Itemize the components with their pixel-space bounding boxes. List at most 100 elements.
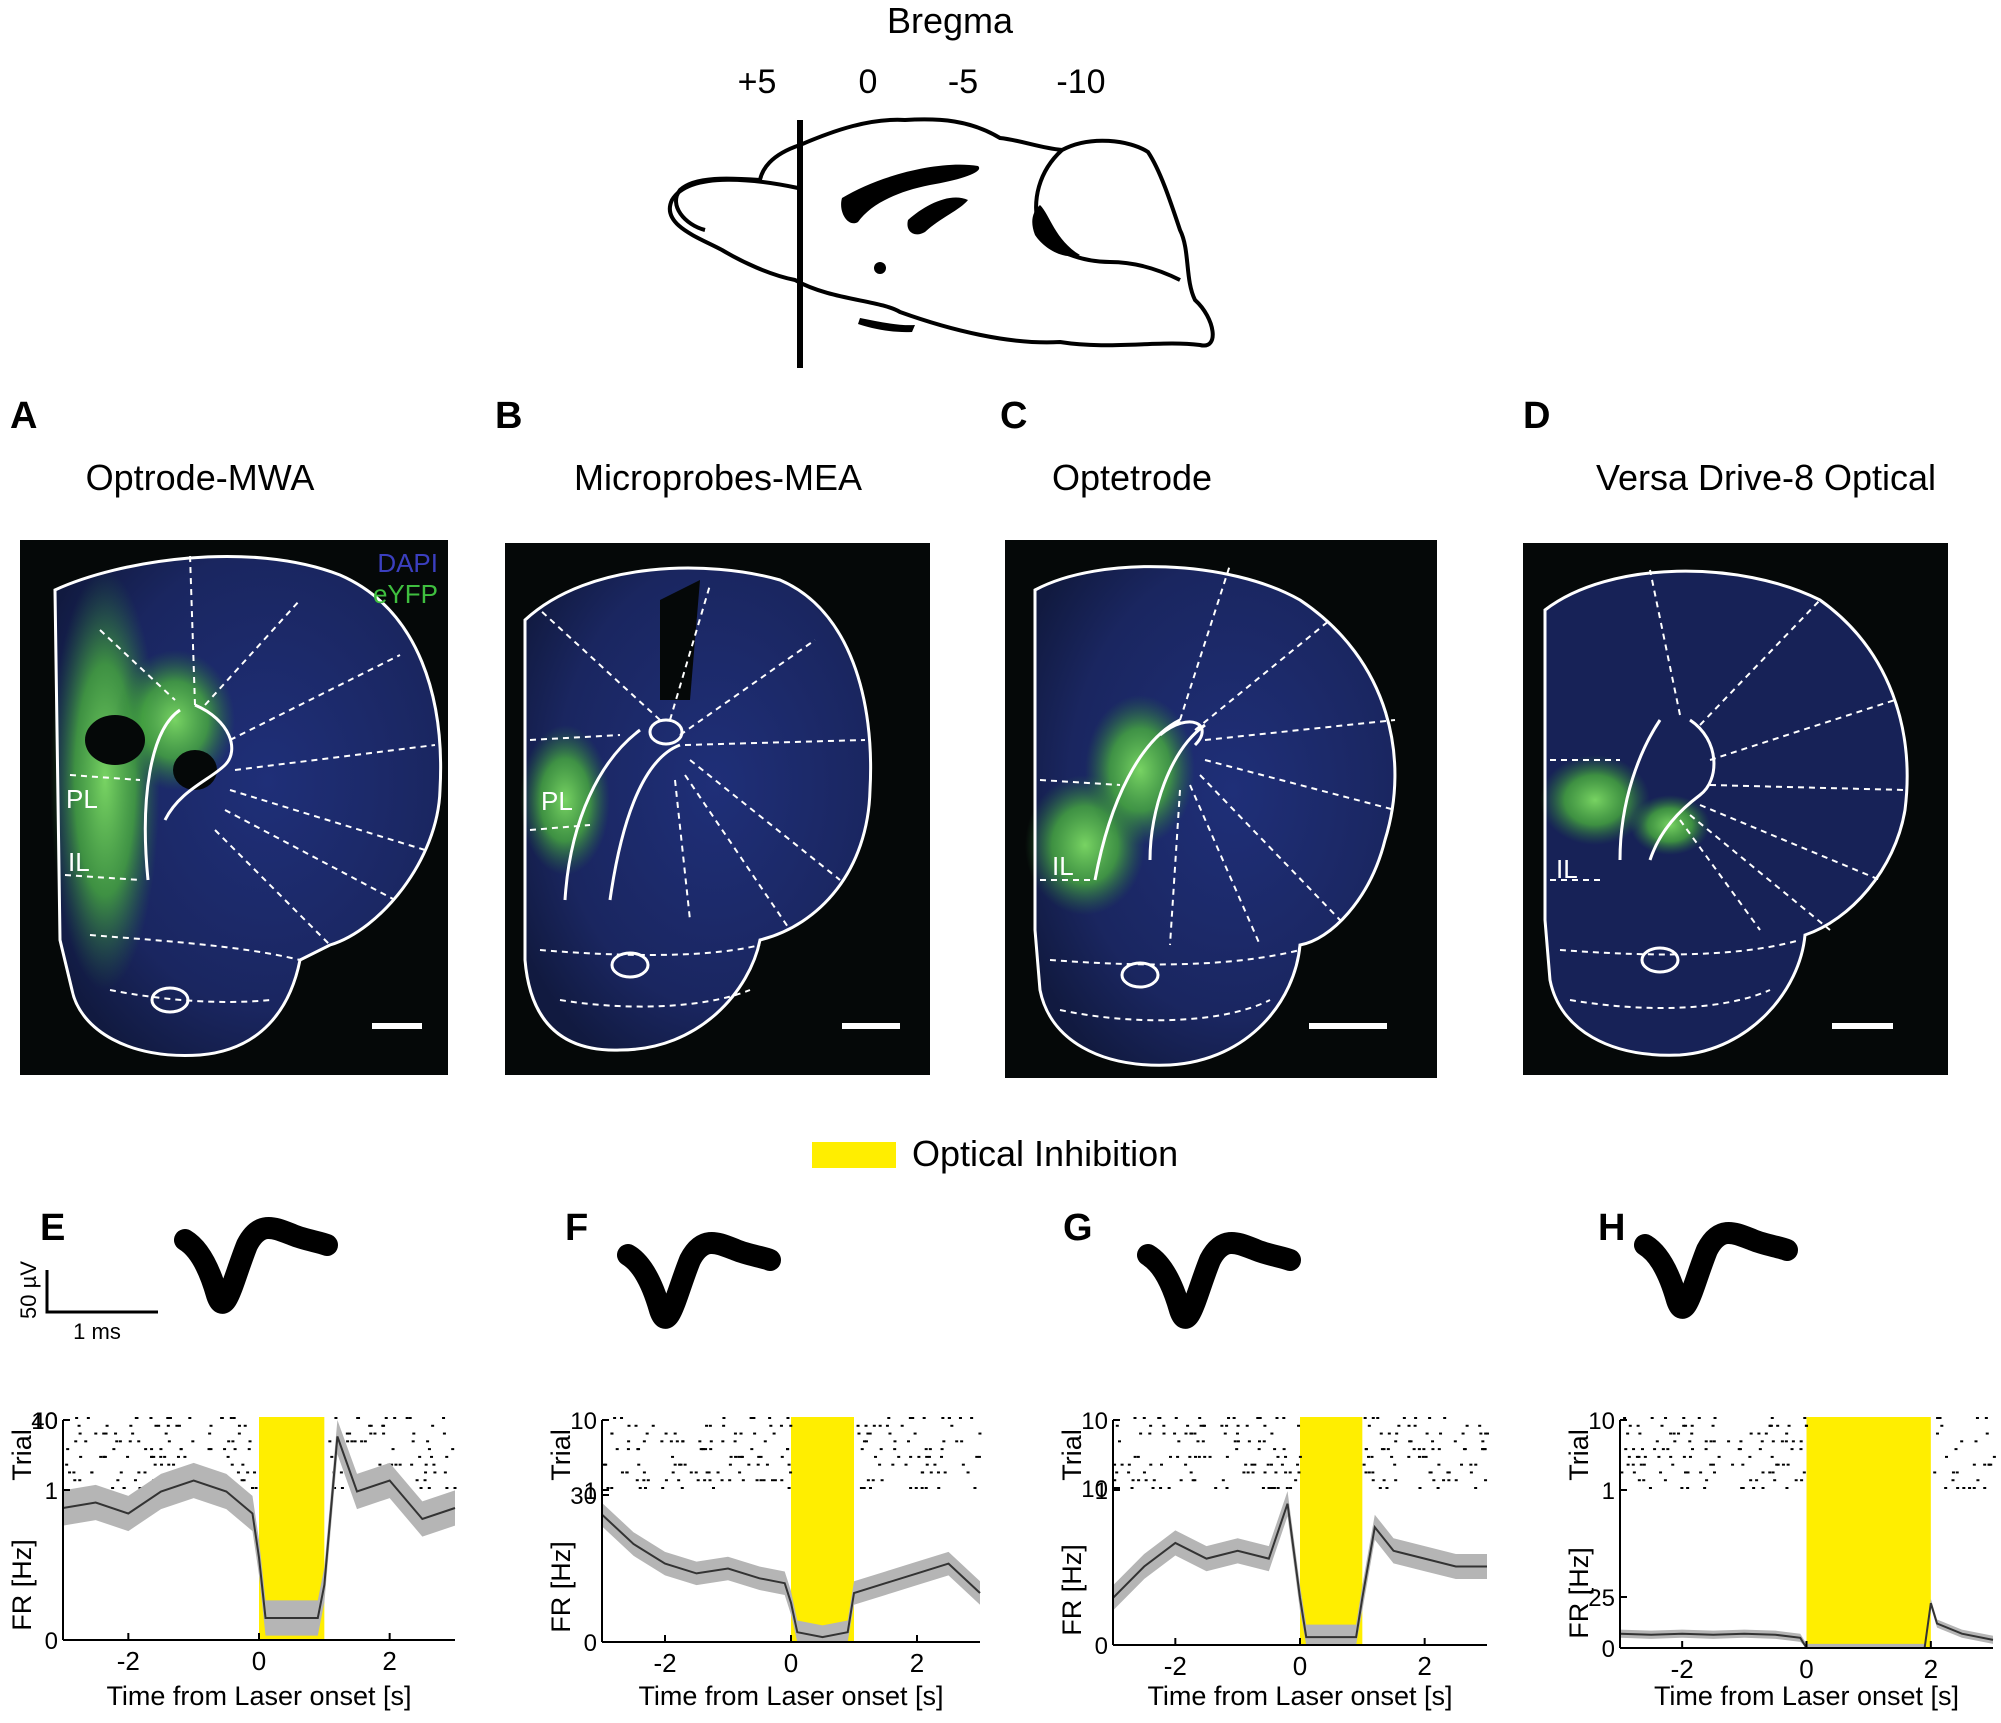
- x-tick-label: -2: [1164, 1651, 1187, 1681]
- panel-title: Optetrode: [1052, 457, 1212, 498]
- atlas-subdivisions: [529, 584, 866, 1008]
- panel-letter: G: [1063, 1207, 1093, 1249]
- atlas-overlay: [648, 718, 684, 746]
- panel-title: Microprobes-MEA: [574, 457, 862, 498]
- raster-axis-label: Trial: [7, 1429, 37, 1481]
- bregma-title: Bregma: [887, 0, 1014, 41]
- tissue-hole: [173, 750, 217, 790]
- trial-tick-label: 10: [1081, 1408, 1108, 1435]
- trial-tick-label: 10: [1588, 1408, 1615, 1435]
- region-label: IL: [1052, 851, 1074, 881]
- hippocampus-dark: [1032, 205, 1080, 257]
- panel-letter: B: [495, 395, 522, 437]
- bregma-schematic: Bregma +5 0 -5 -10: [667, 0, 1215, 368]
- x-tick-label: 0: [1293, 1651, 1307, 1681]
- y-tick-label: 0: [45, 1628, 58, 1655]
- waveforms: [174, 1217, 1798, 1329]
- x-axis-label: Time from Laser onset [s]: [1147, 1681, 1452, 1711]
- atlas-overlay: [523, 566, 873, 1052]
- x-tick-label: 2: [1417, 1651, 1431, 1681]
- eyfp-expression: [520, 725, 610, 875]
- y-axis-label: FR [Hz]: [1564, 1547, 1594, 1639]
- trial-tick-label: 10: [31, 1408, 58, 1435]
- scale-bar-voltage: 50 µV: [16, 1261, 41, 1319]
- tissue-section: [525, 568, 871, 1051]
- trial-tick-label: 1: [1095, 1478, 1108, 1505]
- region-label: PL: [541, 786, 573, 816]
- y-tick-label: 40: [31, 1408, 58, 1435]
- panel-title: Versa Drive-8 Optical: [1596, 457, 1936, 498]
- panel-title: Optrode-MWA: [86, 457, 315, 498]
- atlas-subdivisions: [64, 554, 436, 1003]
- optical-inhibition-legend: Optical Inhibition: [812, 1133, 1178, 1174]
- y-axis-label: FR [Hz]: [7, 1539, 37, 1631]
- x-tick-label: 0: [1799, 1654, 1813, 1684]
- bregma-tick-label: +5: [738, 63, 777, 101]
- x-tick-label: 2: [382, 1646, 396, 1676]
- laser-window: [1300, 1417, 1363, 1645]
- psth-mean-line: [1112, 1503, 1487, 1639]
- x-tick-label: -2: [653, 1648, 676, 1678]
- y-tick-label: 10: [1081, 1476, 1108, 1503]
- atlas-overlay: [1618, 718, 1716, 861]
- atlas-overlay: [1120, 961, 1160, 989]
- eyfp-expression: [1085, 695, 1195, 845]
- panel-d: D Versa Drive-8 Optical IL: [1523, 395, 1948, 1075]
- ventricle: [907, 197, 968, 235]
- psth-mean-line: [601, 1513, 981, 1639]
- psth-sem-band: [63, 1420, 455, 1636]
- corpus-callosum: [841, 164, 980, 224]
- x-axis-label: Time from Laser onset [s]: [106, 1681, 411, 1711]
- bregma-tick-label: -10: [1056, 63, 1105, 101]
- stain-legend-eyfp: eYFP: [373, 579, 438, 609]
- anterior-commissure: [874, 262, 886, 274]
- spike-waveform: [1634, 1222, 1798, 1319]
- panel-c: C Optetrode IL: [1000, 395, 1437, 1078]
- scale-bar-lines: [45, 1270, 158, 1314]
- x-tick-label: -2: [1671, 1654, 1694, 1684]
- spike-waveform: [1137, 1232, 1301, 1329]
- x-axis-label: Time from Laser onset [s]: [1654, 1681, 1959, 1711]
- panel-letter: A: [10, 395, 37, 437]
- y-tick-label: 25: [1588, 1585, 1615, 1612]
- eyfp-expression: [50, 570, 160, 990]
- panel-letter: C: [1000, 395, 1027, 437]
- panel-letter: H: [1598, 1207, 1625, 1249]
- atlas-overlay: [1033, 565, 1397, 1067]
- atlas-overlay: [610, 951, 650, 979]
- x-axis-label: Time from Laser onset [s]: [638, 1681, 943, 1711]
- atlas-overlay: [1640, 946, 1680, 974]
- laser-window: [1806, 1417, 1931, 1648]
- spike-waveform: [174, 1217, 338, 1314]
- laser-window: [791, 1417, 854, 1642]
- legend-swatch: [812, 1142, 896, 1168]
- atlas-subdivisions: [1039, 564, 1396, 1022]
- region-label: PL: [66, 784, 98, 814]
- tissue-hole: [660, 580, 700, 700]
- x-tick-label: 2: [1924, 1654, 1938, 1684]
- y-tick-label: 30: [570, 1483, 597, 1510]
- y-tick-label: 0: [1602, 1636, 1615, 1663]
- atlas-overlay: [53, 554, 443, 1058]
- raster-axis-label: Trial: [1564, 1429, 1594, 1481]
- x-tick-label: 0: [784, 1648, 798, 1678]
- x-tick-label: 2: [910, 1648, 924, 1678]
- panel-a: A Optrode-MWA PL IL DAPI eYFP: [10, 395, 448, 1075]
- y-tick-label: 0: [1095, 1633, 1108, 1660]
- spike-waveform: [617, 1232, 781, 1329]
- atlas-overlay: [150, 986, 190, 1014]
- tissue-section: [1035, 566, 1395, 1066]
- raster-axis-label: Trial: [546, 1429, 576, 1481]
- atlas-overlay: [1093, 718, 1206, 881]
- bregma-tick-label: -5: [948, 63, 978, 101]
- stain-legend-dapi: DAPI: [377, 548, 438, 578]
- y-axis-label: FR [Hz]: [1057, 1544, 1087, 1636]
- psth-mean-line: [62, 1436, 456, 1619]
- psth-sem-band: [1620, 1599, 1993, 1648]
- olfactory-bulb-outline: [674, 176, 761, 232]
- bregma-tick-label: 0: [859, 63, 878, 101]
- y-tick-label: 0: [584, 1630, 597, 1657]
- trial-tick-label: 1: [45, 1478, 58, 1505]
